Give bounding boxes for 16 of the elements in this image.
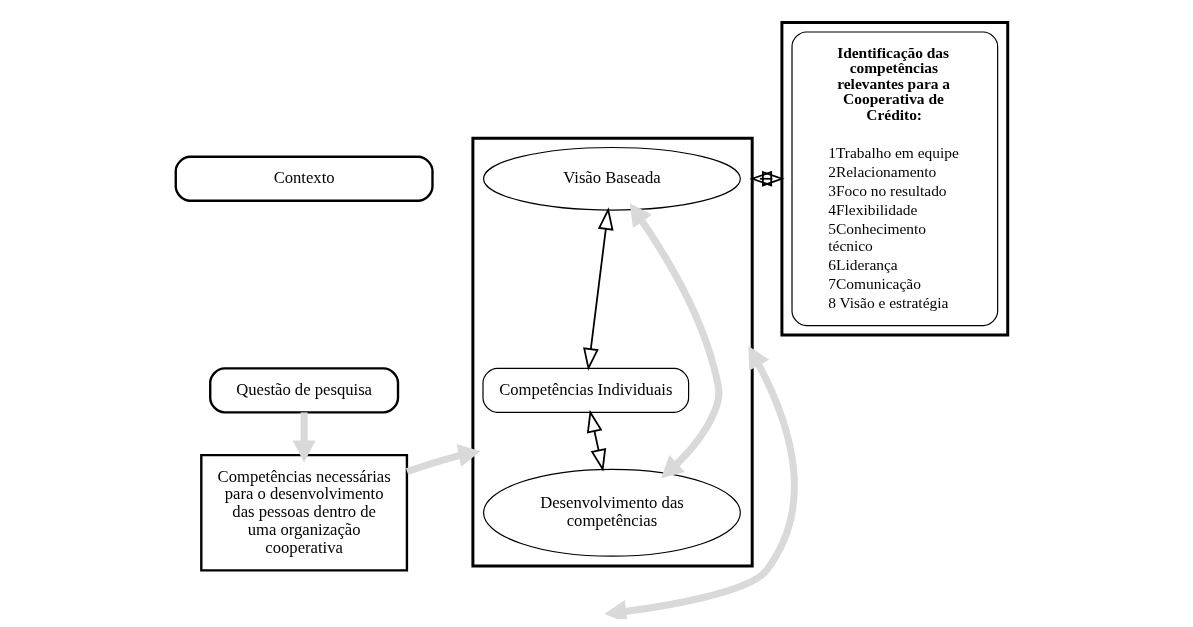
arrow	[586, 409, 607, 472]
node-box: Questão de pesquisa	[209, 367, 400, 414]
arrow	[604, 346, 798, 619]
node-box: Contexto	[174, 155, 434, 202]
arrow	[583, 207, 614, 371]
node-box: Competências necessárias para o desenvolvimento das pessoas dentro de uma organização cooperativa	[200, 453, 409, 572]
cluster	[780, 21, 1010, 337]
arrow	[749, 170, 785, 187]
arrow	[629, 203, 723, 479]
node-ellipse: Visão Baseada	[483, 146, 741, 211]
arrow	[405, 444, 481, 475]
arrow	[292, 412, 316, 463]
node-ellipse: Desenvolvimento das competências	[483, 468, 741, 557]
node-box: Identificação das competências relevantes para a Cooperativa de Crédito: 1Trabalho em equipe 2Relacionamento 3Foco no resultado 4Flexibilidade 5Conhecimento técnico 6Liderança 7Comunicação 8 Visão e estratégia	[791, 31, 999, 327]
cluster	[471, 136, 754, 568]
node-box: Competências Individuais	[482, 367, 690, 413]
